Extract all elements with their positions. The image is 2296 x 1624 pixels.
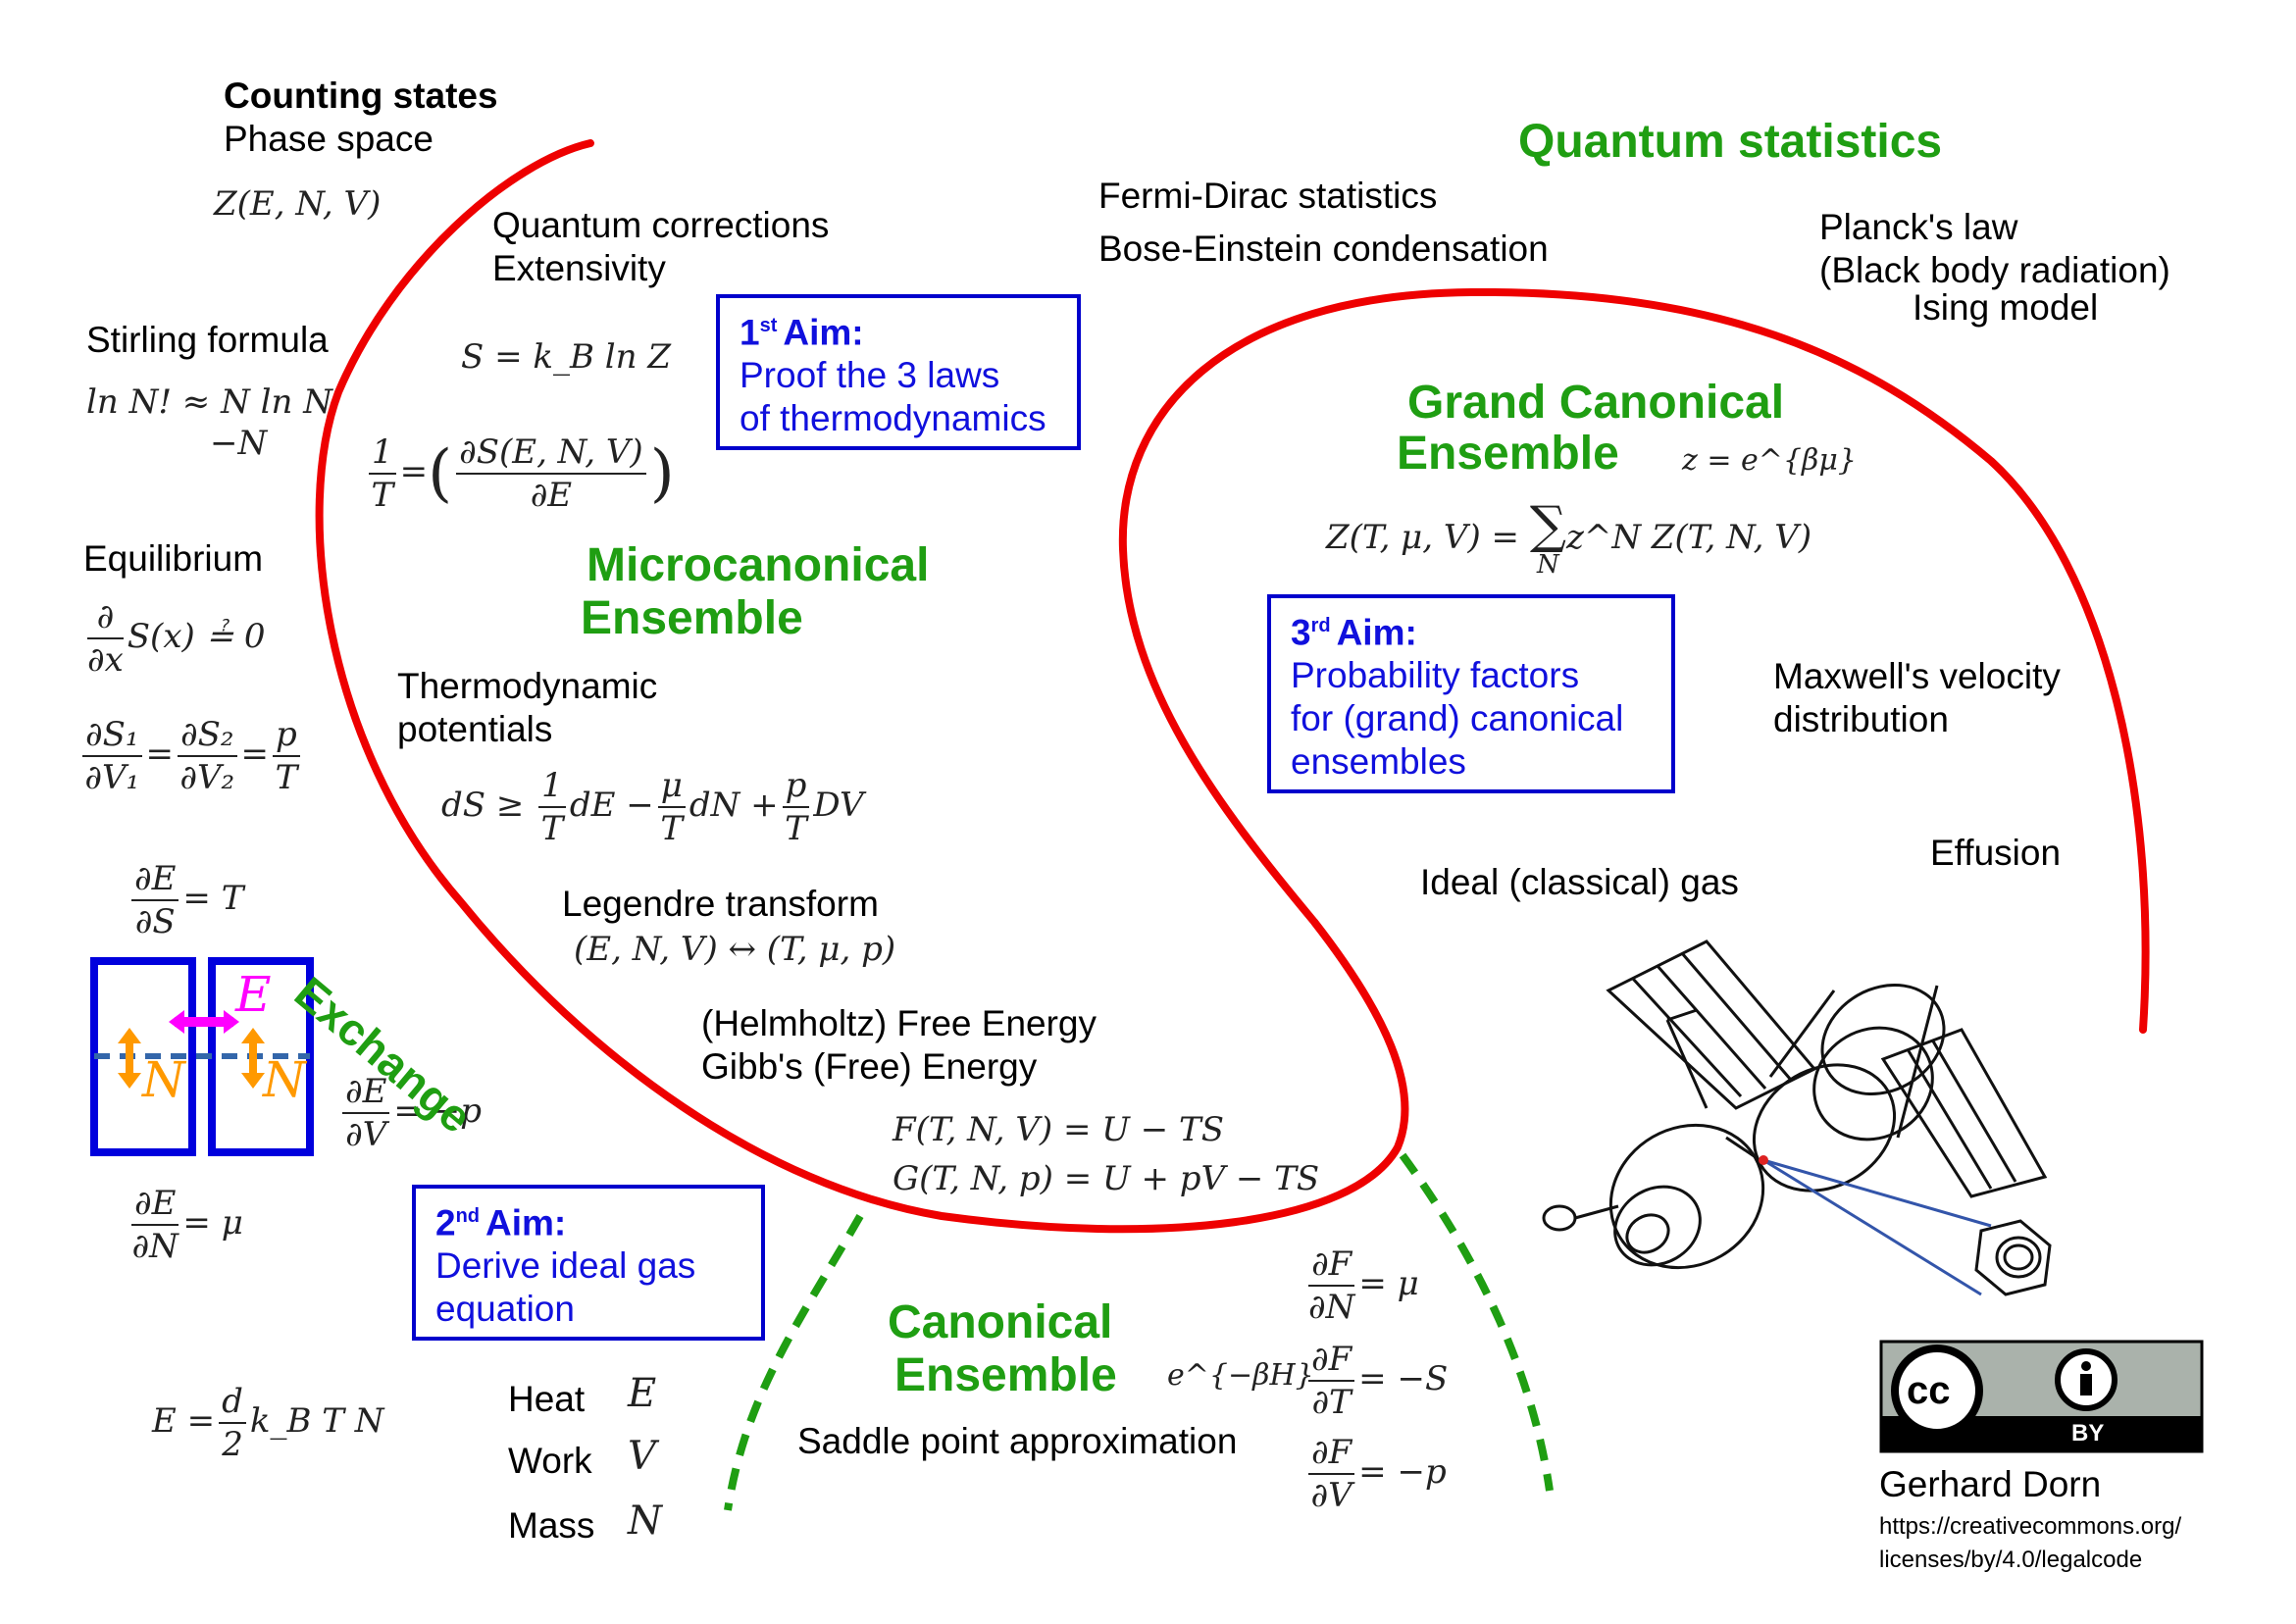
legendre-label: Legendre transform (562, 884, 879, 924)
stirling-formula-tail: −N (210, 424, 268, 463)
dE-dS-relation: ∂E∂S= T (128, 858, 243, 942)
ising-model-label: Ising model (1913, 287, 2099, 328)
heat-label: Heat (508, 1379, 586, 1419)
fermi-dirac-label: Fermi-Dirac statistics (1098, 176, 1438, 216)
ideal-gas-label: Ideal (classical) gas (1420, 862, 1739, 902)
canonical-heading: Canonical (888, 1296, 1113, 1348)
bose-einstein-label: Bose-Einstein condensation (1098, 228, 1549, 269)
boltzmann-entropy: S = k_B ln Z (461, 337, 671, 377)
dF-dV-relation: ∂F∂V= −p (1304, 1432, 1447, 1516)
equilibrium-label: Equilibrium (83, 538, 264, 579)
author-name: Gerhard Dorn (1879, 1464, 2102, 1504)
heat-symbol: E (628, 1371, 657, 1416)
mass-label: Mass (508, 1505, 595, 1546)
planck-law: Planck's law(Black body radiation) (1819, 207, 2170, 290)
partition-count: Z(E, N, V) (214, 184, 382, 224)
exchange-particle-symbol-right: N (263, 1051, 306, 1108)
canonical-boundary-left (724, 1214, 864, 1511)
saddle-point-label: Saddle point approximation (797, 1421, 1238, 1461)
by-label: BY (2071, 1420, 2105, 1446)
microcanonical-heading: Microcanonical (587, 539, 930, 591)
stirling-label: Stirling formula (86, 320, 329, 360)
phase-space-label: Phase space (224, 119, 434, 159)
dE-dV-relation: ∂E∂V= −p (338, 1071, 482, 1155)
stirling-formula: ln N! ≈ N ln N (86, 382, 332, 422)
license-url[interactable]: https://creativecommons.org/licenses/by/… (1879, 1513, 2182, 1573)
grand-canonical-heading-2: Ensemble (1397, 428, 1619, 480)
canonical-boundary-right (1399, 1152, 1554, 1492)
legendre-formula: (E, N, V) ↔ (T, μ, p) (574, 930, 896, 969)
counting-states-title: Counting states (224, 76, 498, 116)
mass-symbol: N (628, 1498, 662, 1544)
effusion-label: Effusion (1930, 833, 2062, 873)
gibbs-formula: G(T, N, p) = U + pV − TS (893, 1159, 1320, 1198)
work-label: Work (508, 1441, 592, 1481)
fugacity-formula: z = e^{βμ} (1682, 443, 1857, 478)
helmholtz-formula: F(T, N, V) = U − TS (893, 1110, 1224, 1149)
boltzmann-factor: e^{−βH} (1167, 1358, 1314, 1393)
quantum-statistics-heading: Quantum statistics (1518, 116, 1943, 168)
dF-dT-relation: ∂F∂T= −S (1304, 1339, 1448, 1423)
dE-dN-relation: ∂E∂N= μ (131, 1184, 243, 1266)
exchange-energy-symbol: E (235, 966, 272, 1023)
grand-canonical-heading: Grand Canonical (1407, 377, 1785, 429)
microcanonical-boundary (315, 139, 2150, 1234)
microcanonical-heading-2: Ensemble (581, 592, 803, 644)
canonical-heading-2: Ensemble (894, 1349, 1117, 1401)
cc-logo-text: cc (1907, 1369, 1951, 1412)
work-symbol: V (628, 1434, 656, 1479)
dF-dN-relation: ∂F∂N= μ (1308, 1244, 1419, 1327)
exchange-particle-symbol-left: N (142, 1051, 185, 1108)
